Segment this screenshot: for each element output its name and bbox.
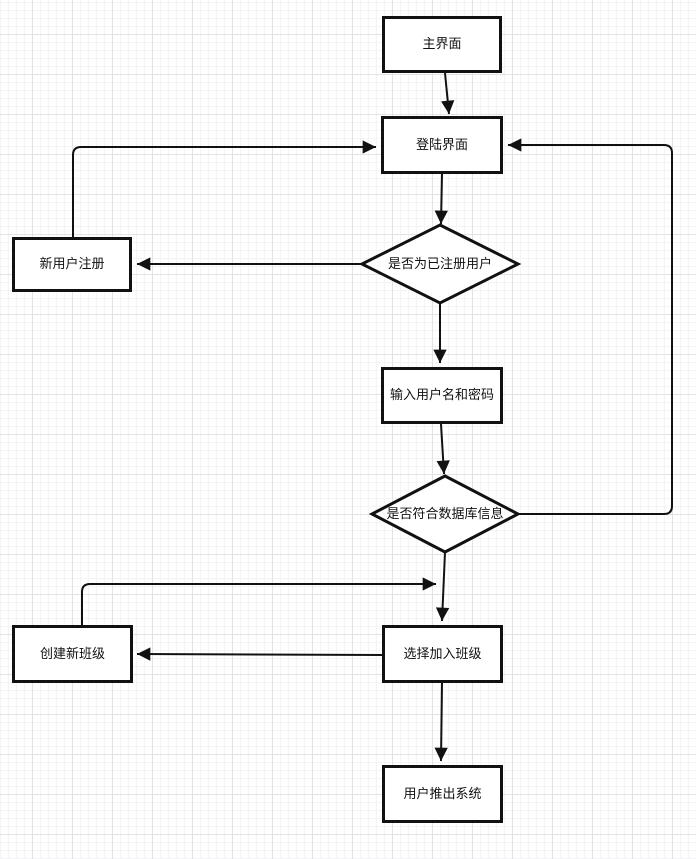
connector-join-class-to-create-class [136,647,383,661]
decision-db-check-shape[interactable] [368,474,522,554]
node-main-screen-label: 主界面 [422,37,462,52]
connector-new-user-to-login [72,140,376,237]
node-exit-system[interactable]: 用户推出系统 [382,765,503,823]
connector-main-to-login [441,72,455,115]
connector-db-check-to-login [507,138,673,515]
node-main-screen[interactable]: 主界面 [382,16,502,73]
node-new-user-register-label: 新用户注册 [39,257,105,272]
node-input-credentials-label: 输入用户名和密码 [389,388,494,403]
node-new-user-register[interactable]: 新用户注册 [12,237,132,292]
connector-db-check-to-join-class [435,551,450,622]
connector-join-class-to-exit [434,682,448,762]
node-create-class[interactable]: 创建新班级 [12,625,133,683]
node-input-credentials[interactable]: 输入用户名和密码 [381,367,503,424]
node-login-screen[interactable]: 登陆界面 [381,116,503,174]
node-login-screen-label: 登陆界面 [415,137,468,153]
node-create-class-label: 创建新班级 [39,646,105,662]
node-join-class-label: 选择加入班级 [403,646,482,662]
connector-input-to-db-check [436,423,450,475]
node-exit-system-label: 用户推出系统 [403,786,482,802]
connector-create-class-to-join-class [81,577,436,625]
decision-register-check-shape[interactable] [358,223,522,305]
node-join-class[interactable]: 选择加入班级 [382,625,503,683]
connector-login-to-register-check [434,173,448,225]
